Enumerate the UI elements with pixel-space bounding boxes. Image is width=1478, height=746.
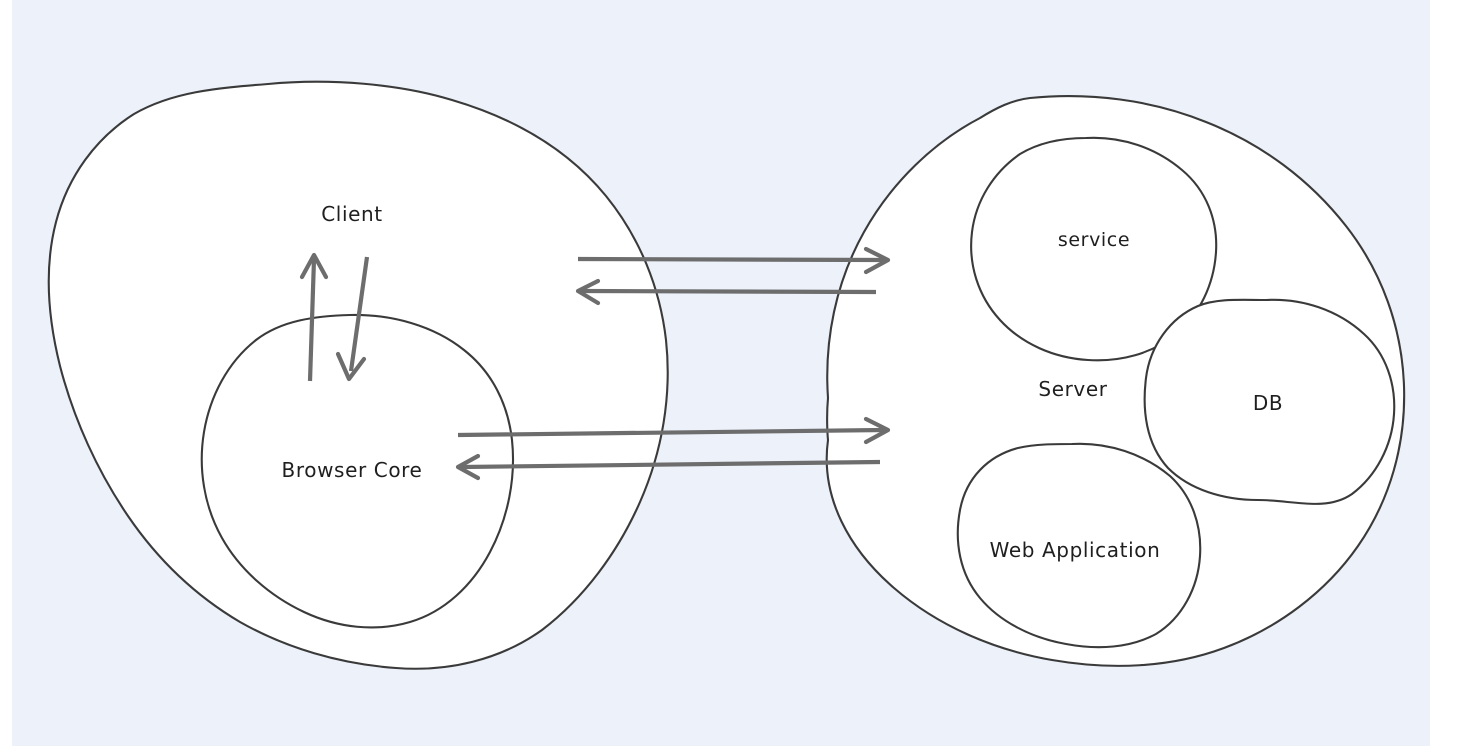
arrow-browser-core-to-client-up[interactable] <box>299 252 329 382</box>
arrow-server-to-client-response[interactable] <box>575 278 877 306</box>
service-blob-outline[interactable] <box>970 136 1218 362</box>
web-application-blob-outline[interactable] <box>956 442 1202 649</box>
web-application-label: Web Application <box>989 538 1161 562</box>
arrow-browser-core-to-server-request[interactable] <box>457 416 891 445</box>
db-blob-outline[interactable] <box>1143 298 1396 505</box>
service-label: service <box>1057 229 1131 251</box>
browser-core-label: Browser Core <box>281 458 423 482</box>
db-label: DB <box>1252 391 1284 415</box>
browser-core-blob-outline[interactable] <box>200 313 515 629</box>
arrow-server-to-browser-core-response[interactable] <box>455 453 881 481</box>
arrow-client-to-browser-core-down[interactable] <box>335 256 370 382</box>
server-label: Server <box>1038 377 1108 401</box>
arrow-client-to-server-request[interactable] <box>577 246 891 275</box>
client-label: Client <box>321 202 383 226</box>
